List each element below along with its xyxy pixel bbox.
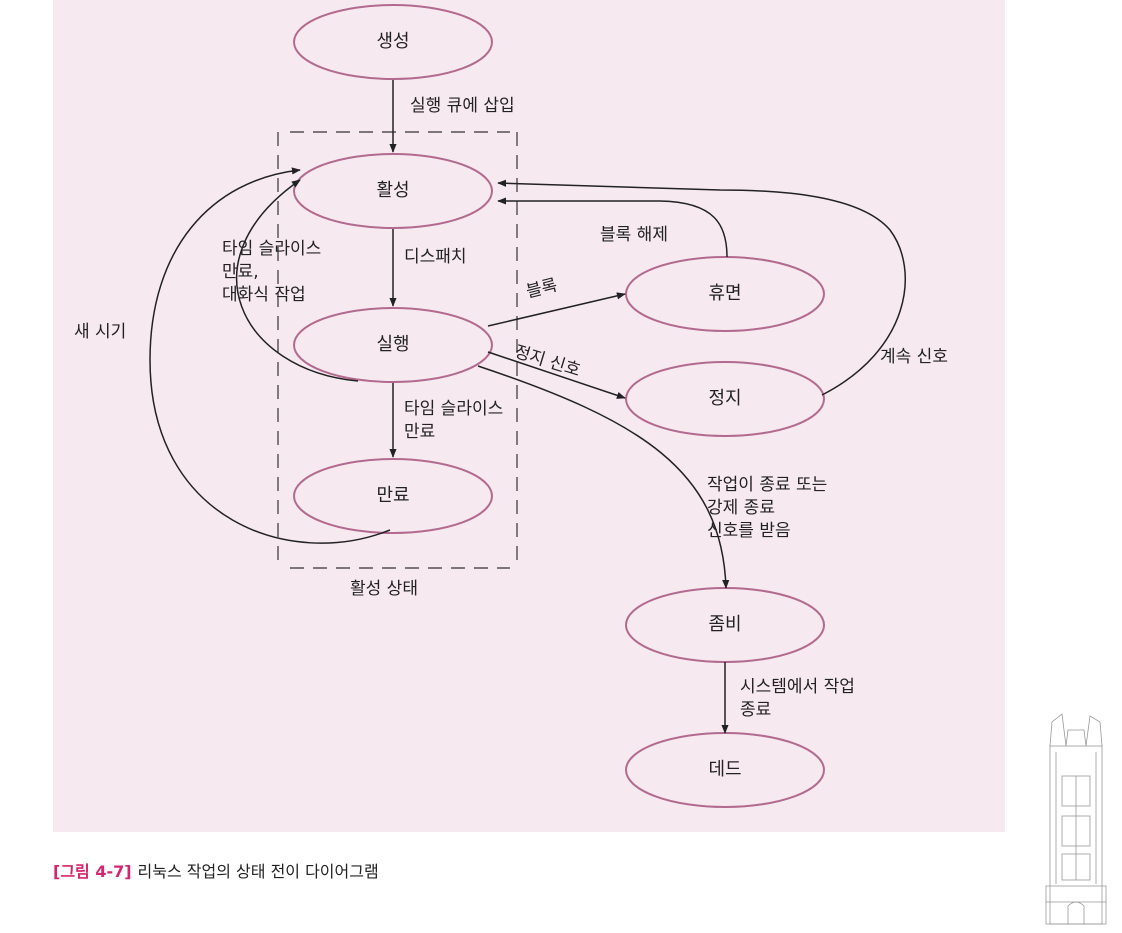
state-created-label: 생성 (376, 31, 409, 52)
label-new-period: 새 시기 (74, 322, 127, 342)
figure-caption-number: [그림 4-7] (53, 862, 132, 881)
state-running-label: 실행 (376, 334, 409, 355)
label-timeslice-expired-interactive: 타임 슬라이스 만료, 대화식 작업 (222, 239, 322, 305)
arrow-running-to-active-timeslice (236, 179, 359, 382)
figure-caption: [그림 4-7] 리눅스 작업의 상태 전이 다이어그램 (53, 858, 379, 882)
arrow-expired-to-active-new-period (149, 167, 391, 544)
state-active (293, 153, 493, 229)
figure-background (53, 0, 1005, 832)
label-timeslice-expired: 타임 슬라이스 만료 (404, 399, 504, 442)
state-sleep (625, 256, 825, 332)
state-stopped (625, 361, 825, 437)
figure-caption-text: 리눅스 작업의 상태 전이 다이어그램 (137, 862, 379, 881)
label-unblock: 블록 해제 (600, 225, 668, 245)
label-system-terminate: 시스템에서 작업 종료 (740, 677, 855, 720)
state-sleep-label: 휴면 (708, 283, 741, 304)
arrow-running-to-zombie (477, 365, 730, 589)
state-zombie-label: 좀비 (708, 614, 741, 635)
arrow-running-to-stopped (487, 351, 626, 399)
state-expired (293, 458, 493, 534)
building-sketch-icon (1045, 713, 1107, 925)
arrow-stopped-to-active-continue (497, 179, 906, 396)
state-active-label: 활성 (376, 180, 409, 201)
label-dispatch: 디스패치 (404, 247, 467, 267)
arrow-running-to-sleep (487, 292, 626, 327)
label-active-group: 활성 상태 (350, 579, 418, 599)
state-expired-label: 만료 (376, 485, 409, 506)
state-stopped-label: 정지 (708, 388, 741, 409)
label-exit-or-kill: 작업이 종료 또는 강제 종료 신호를 받음 (707, 475, 828, 541)
state-dead-label: 데드 (708, 759, 741, 780)
arrow-sleep-to-active-unblock (497, 197, 728, 258)
state-running (293, 307, 493, 383)
label-continue-signal: 계속 신호 (880, 347, 948, 367)
label-insert-run-queue: 실행 큐에 삽입 (410, 96, 515, 116)
active-group-box (277, 131, 518, 569)
state-created (293, 4, 493, 80)
